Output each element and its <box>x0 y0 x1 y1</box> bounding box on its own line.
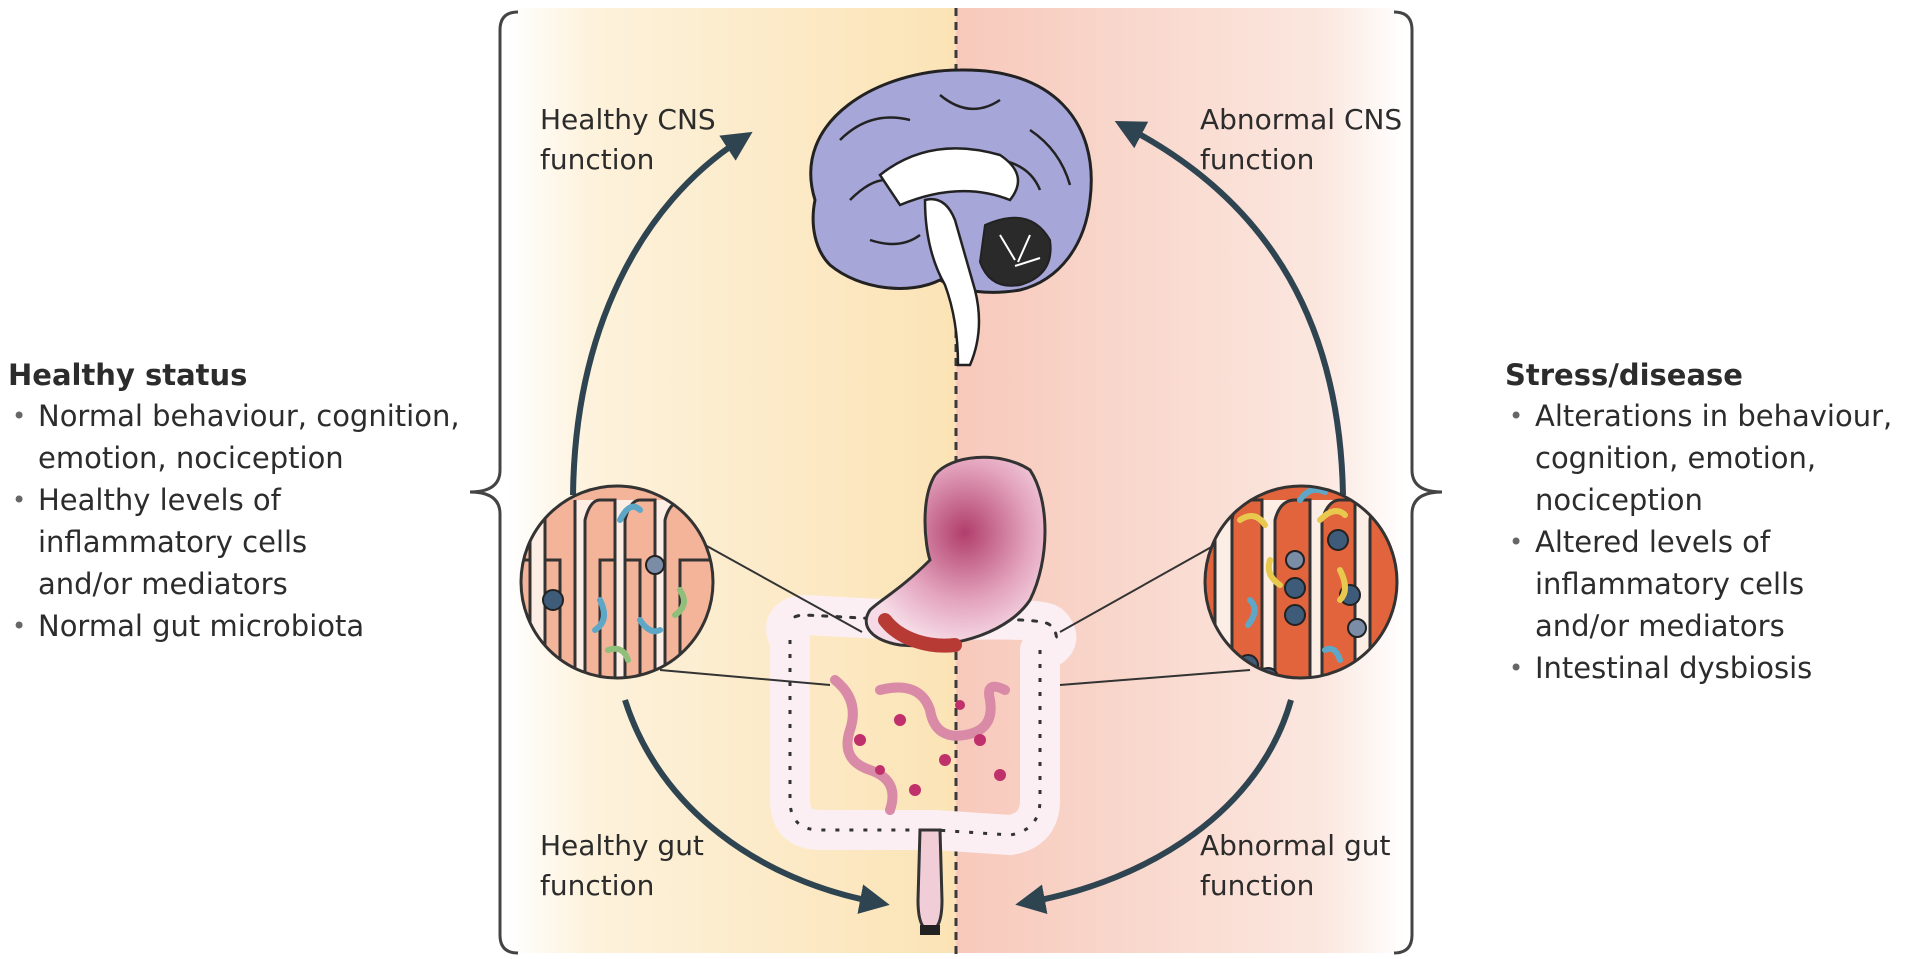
stress-disease-heading: Stress/disease <box>1505 355 1905 395</box>
list-item: Altered levels of inflammatory cells and… <box>1505 521 1905 647</box>
list-item: Intestinal dysbiosis <box>1505 647 1905 689</box>
abnormal-gut-label: Abnormal gut function <box>1200 826 1390 906</box>
healthy-cns-label: Healthy CNS function <box>540 100 716 180</box>
stress-disease-panel: Stress/disease Alterations in behaviour,… <box>1505 355 1905 689</box>
healthy-status-panel: Healthy status Normal behaviour, cogniti… <box>8 355 478 647</box>
stress-disease-list: Alterations in behaviour, cognition, emo… <box>1505 395 1905 689</box>
healthy-status-heading: Healthy status <box>8 355 478 395</box>
healthy-gut-label: Healthy gut function <box>540 826 704 906</box>
list-item: Alterations in behaviour, cognition, emo… <box>1505 395 1905 521</box>
list-item: Normal behaviour, cognition, emotion, no… <box>8 395 478 479</box>
healthy-status-list: Normal behaviour, cognition, emotion, no… <box>8 395 478 647</box>
abnormal-cns-label: Abnormal CNS function <box>1200 100 1402 180</box>
list-item: Normal gut microbiota <box>8 605 478 647</box>
list-item: Healthy levels of inflammatory cells and… <box>8 479 478 605</box>
